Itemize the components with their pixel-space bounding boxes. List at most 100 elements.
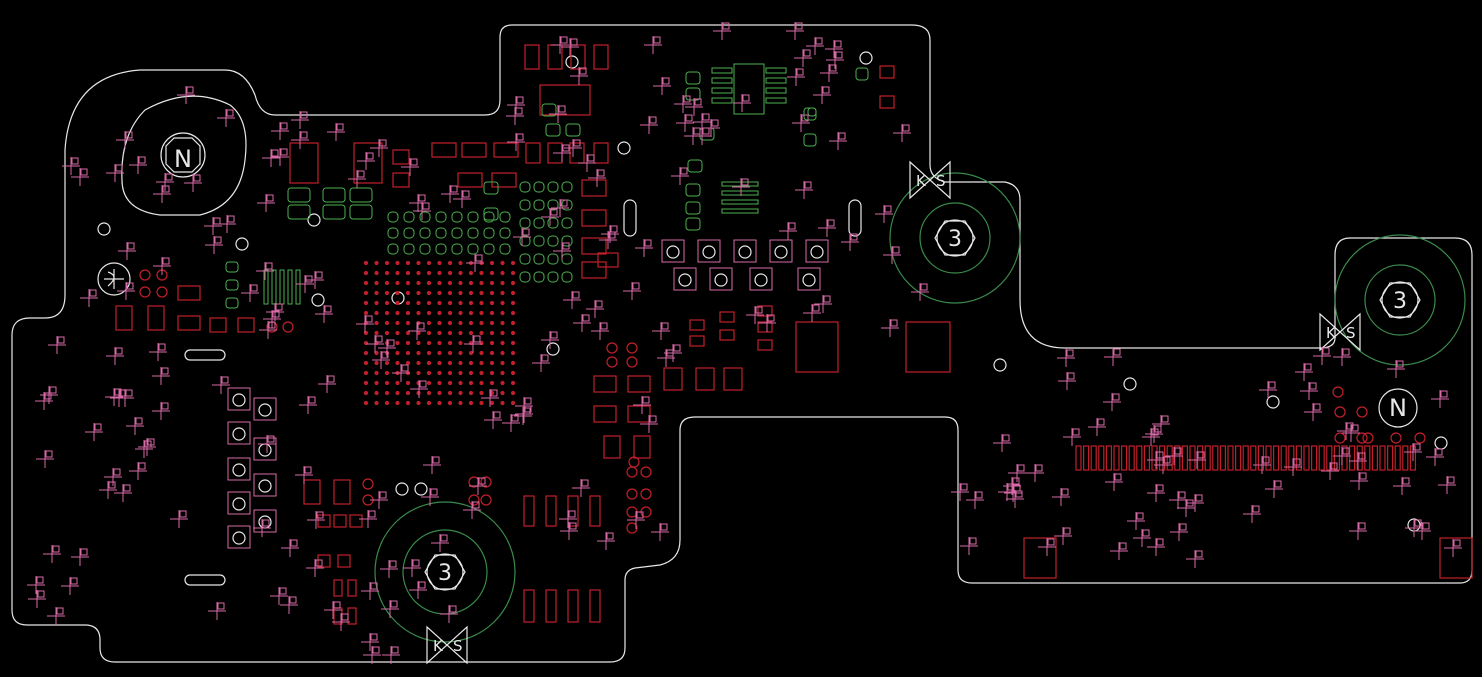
test-point-pad <box>268 321 276 329</box>
test-point-cross <box>332 613 350 631</box>
silkscreen-component <box>565 123 581 137</box>
test-pad-frame <box>253 473 277 497</box>
bga-side-pad <box>547 271 559 283</box>
test-point-pad <box>1002 434 1010 442</box>
bga-side-pad <box>547 199 559 211</box>
bga-ball <box>510 390 516 396</box>
test-point-pad <box>755 306 763 314</box>
ks-marker <box>1319 312 1361 352</box>
bga-ball <box>500 400 505 406</box>
bga-ball <box>426 280 432 286</box>
test-point-cross <box>1186 494 1204 512</box>
connector-pin <box>1348 445 1356 471</box>
test-point-pad <box>280 148 288 156</box>
test-point-cross <box>732 178 750 196</box>
bga-ball <box>447 380 453 386</box>
test-point-cross <box>1127 512 1145 530</box>
test-point-cross <box>135 440 153 458</box>
test-point-pad <box>138 156 146 164</box>
test-point-pad <box>493 411 501 419</box>
bga-ball <box>416 270 421 276</box>
test-point-cross <box>551 199 569 217</box>
test-point-pad <box>722 22 730 30</box>
ks-marker <box>426 625 468 665</box>
bga-ball <box>458 320 463 326</box>
test-point-pad <box>1252 505 1260 513</box>
test-point-pad <box>89 289 97 297</box>
test-point-pad <box>642 396 650 404</box>
ic-pin <box>711 77 733 84</box>
test-point-cross <box>378 339 396 357</box>
test-point-pad <box>94 423 102 431</box>
ks-left-letter: K <box>433 637 444 655</box>
test-point-cross <box>1152 415 1170 433</box>
copper-pad <box>719 311 735 323</box>
bga-side-pad <box>561 235 573 247</box>
connector-pin <box>1105 445 1113 471</box>
bga-ball <box>489 330 495 336</box>
test-point-pad <box>390 600 398 608</box>
test-point-cross <box>820 64 838 82</box>
copper-pad <box>581 179 607 197</box>
test-point-pad <box>158 343 166 351</box>
test-point-pad <box>693 127 701 135</box>
copper-pad <box>237 317 255 333</box>
test-point-cross <box>1186 550 1204 568</box>
copper-pad <box>147 305 165 331</box>
bga-ball <box>395 330 400 336</box>
test-point-cross <box>1105 473 1123 491</box>
screw-symbol <box>97 262 131 296</box>
test-point-cross <box>883 246 901 264</box>
test-point-cross <box>597 532 615 550</box>
test-point-pad <box>632 282 640 290</box>
test-point-cross <box>564 139 582 157</box>
test-point-pad <box>1067 372 1075 380</box>
test-pad-frame <box>227 457 251 481</box>
bga-ball <box>426 270 432 276</box>
test-point-cross <box>306 271 324 289</box>
test-pad-ring <box>702 245 716 259</box>
test-point-cross <box>1088 418 1106 436</box>
fiducial <box>235 237 249 251</box>
copper-pad <box>581 209 607 227</box>
silkscreen-component <box>322 187 346 203</box>
test-point-pad <box>562 144 570 152</box>
test-point-pad <box>702 113 710 121</box>
ic-body <box>733 63 765 115</box>
bga-ball <box>437 290 442 296</box>
test-point-pad <box>1156 451 1164 459</box>
test-point-cross <box>118 242 136 260</box>
bga-side-pad <box>561 181 573 193</box>
copper-pad <box>567 589 579 623</box>
sot-pin <box>721 208 759 214</box>
test-point-cross <box>818 219 836 237</box>
bga-side-pad <box>519 217 531 229</box>
test-point-pad <box>147 438 155 446</box>
test-point-cross <box>1393 477 1411 495</box>
test-point-cross <box>794 49 812 67</box>
bga-ball <box>384 320 390 326</box>
test-point-pad <box>511 414 519 422</box>
bga-ball <box>384 390 390 396</box>
test-point-cross <box>1147 484 1165 502</box>
bga-side-pad <box>519 235 531 247</box>
test-point-pad <box>1358 522 1366 530</box>
test-pad-frame <box>253 509 277 533</box>
test-point-pad <box>161 402 169 410</box>
test-point-pad <box>162 185 170 193</box>
test-point-cross <box>318 375 336 393</box>
test-point-pad <box>662 77 670 85</box>
bga-ball <box>426 340 432 346</box>
test-point-cross <box>204 217 222 235</box>
test-point-cross <box>177 86 195 104</box>
test-point-pad <box>1017 464 1025 472</box>
bga-ball <box>437 350 442 356</box>
silkscreen-component <box>685 183 701 197</box>
test-point-cross <box>1177 499 1195 517</box>
test-point-cross <box>43 545 61 563</box>
sot-pin <box>721 190 759 196</box>
test-point-pad <box>450 185 458 193</box>
decoupling-pad <box>467 211 479 223</box>
copper-pad <box>333 514 347 528</box>
bga-ball <box>426 370 432 376</box>
